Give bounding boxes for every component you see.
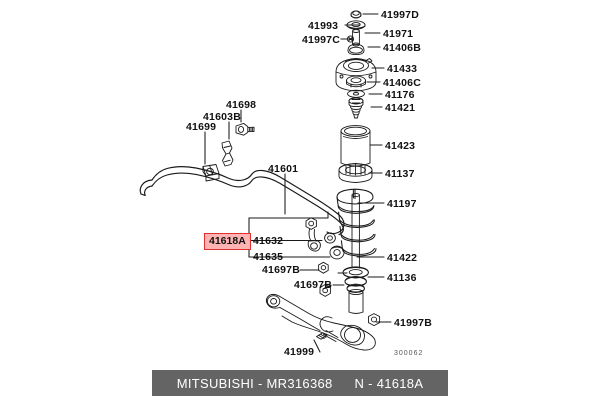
footer-bar: MITSUBISHI - MR316368 N - 41618A <box>152 370 448 396</box>
label-41433: 41433 <box>387 63 418 75</box>
label-41699: 41699 <box>186 121 217 133</box>
part-41422 <box>351 192 360 269</box>
label-41997b-right: 41997B <box>394 317 432 329</box>
label-41635: 41635 <box>253 251 284 263</box>
label-41421: 41421 <box>385 102 416 114</box>
label-41997d: 41997D <box>381 9 419 21</box>
part-41406c <box>346 75 366 88</box>
part-41433 <box>335 58 377 92</box>
label-41601: 41601 <box>268 163 299 175</box>
label-41971: 41971 <box>383 28 414 40</box>
label-41197: 41197 <box>387 198 417 210</box>
part-41999 <box>316 330 339 342</box>
part-41137 <box>338 163 373 183</box>
leader-lines-left <box>204 109 348 274</box>
label-41997c: 41997C <box>302 34 340 46</box>
part-41971 <box>352 29 360 47</box>
label-41999: 41999 <box>284 346 315 358</box>
part-41197 <box>336 188 377 257</box>
footer-brand-part: MITSUBISHI - MR316368 <box>176 375 333 391</box>
label-41632: 41632 <box>253 235 284 247</box>
label-41603b: 41603B <box>203 111 241 123</box>
label-41137: 41137 <box>385 168 415 180</box>
part-41697b-link <box>318 261 329 274</box>
part-41136 <box>342 266 369 293</box>
label-41698: 41698 <box>226 99 257 111</box>
label-41697b-upper: 41697B <box>262 264 300 276</box>
label-41406b: 41406B <box>383 42 421 54</box>
part-41997b-right <box>368 313 381 327</box>
footer-part-number: N - 41618A <box>354 375 424 391</box>
label-41422: 41422 <box>387 252 418 264</box>
part-41997c <box>340 35 355 43</box>
lower-control-arm <box>265 293 376 351</box>
label-41697b-lower: 41697B <box>294 279 332 291</box>
label-41993: 41993 <box>308 20 339 32</box>
label-41176: 41176 <box>385 89 415 101</box>
label-41423: 41423 <box>385 140 416 152</box>
part-41176 <box>347 89 365 98</box>
label-41136: 41136 <box>387 272 417 284</box>
part-41423 <box>340 125 371 167</box>
drawing-code: 300062 <box>394 350 424 357</box>
part-41601-stabilizer-bar <box>139 166 345 236</box>
part-41997d <box>350 10 362 19</box>
shock-lower-body <box>348 288 364 314</box>
part-41421 <box>348 97 364 119</box>
part-41699 <box>202 164 220 182</box>
part-41406b <box>347 43 365 56</box>
label-41406c: 41406C <box>383 77 421 89</box>
part-41603b <box>221 140 234 167</box>
stabilizer-link-assembly <box>305 217 345 260</box>
highlighted-part-41618a[interactable]: 41618A <box>204 233 251 250</box>
part-41698 <box>235 122 255 136</box>
